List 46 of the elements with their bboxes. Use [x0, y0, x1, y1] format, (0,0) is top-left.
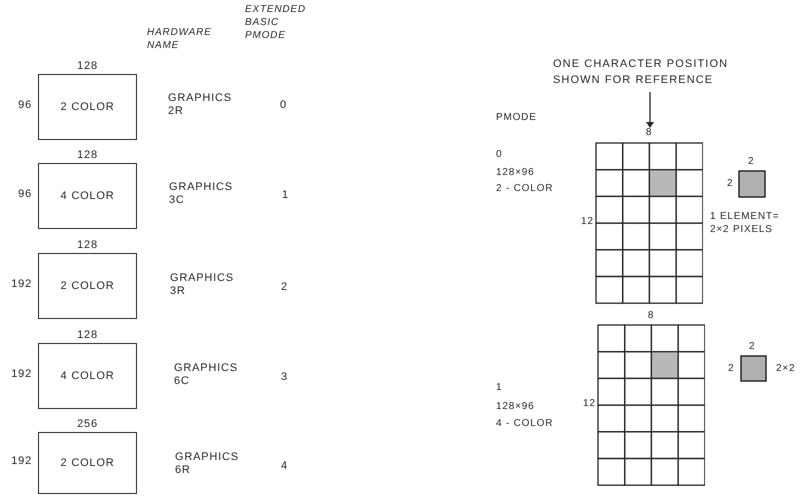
dimension-label: 12: [583, 399, 596, 409]
column-heading: HARDWARE NAME: [147, 26, 213, 52]
label-text: 2 - COLOR: [496, 182, 554, 195]
label-text: 4: [281, 460, 289, 473]
screen-rectangle: 2 COLOR: [38, 74, 137, 140]
label-text: 3: [281, 371, 289, 384]
label-text: GRAPHICS 3R: [170, 272, 234, 298]
dimension-label: 12: [581, 217, 594, 227]
dimension-label: 192: [11, 456, 32, 467]
label-text: 2: [727, 177, 734, 190]
label-text: 1 ELEMENT= 2×2 PIXELS: [710, 210, 780, 236]
dimension-label: 96: [18, 100, 32, 111]
label-text: 2: [748, 155, 756, 168]
dimension-label: 256: [76, 419, 99, 430]
dimension-label: 96: [18, 189, 32, 200]
column-heading: EXTENDED BASIC PMODE: [245, 3, 307, 42]
arrow: [646, 92, 654, 128]
label-text: 2: [281, 281, 289, 294]
screen-rectangle: 2 COLOR: [38, 253, 137, 319]
dimension-label: 128: [76, 240, 99, 251]
label-text: 1: [496, 381, 504, 394]
label-text: 128×96: [496, 166, 536, 179]
label-text: 1: [282, 189, 290, 202]
label-text: GRAPHICS 6C: [174, 362, 238, 388]
reference-note: ONE CHARACTER POSITION SHOWN FOR REFERENCE: [553, 56, 749, 88]
label-text: 0: [496, 148, 504, 161]
dimension-label: 8: [648, 311, 654, 321]
dimension-label: 8: [646, 128, 652, 138]
label-text: 2×2: [776, 362, 796, 375]
label-text: 2: [749, 340, 756, 353]
screen-rectangle: 4 COLOR: [38, 163, 137, 229]
label-text: PMODE: [496, 111, 538, 124]
dimension-label: 128: [76, 150, 99, 161]
screen-rectangle: 2 COLOR: [38, 432, 137, 494]
label-text: GRAPHICS 2R: [168, 92, 232, 118]
screen-rectangle: 4 COLOR: [38, 343, 137, 409]
label-text: 0: [280, 99, 288, 112]
label-text: GRAPHICS 3C: [169, 181, 233, 207]
label-text: GRAPHICS 6R: [175, 451, 239, 477]
dimension-label: 128: [76, 330, 99, 341]
dimension-label: 192: [11, 279, 32, 290]
dimension-label: 192: [11, 369, 32, 380]
label-text: 2: [728, 362, 736, 375]
dimension-label: 128: [76, 61, 99, 72]
label-text: 128×96: [496, 400, 536, 413]
label-text: 4 - COLOR: [496, 417, 554, 430]
